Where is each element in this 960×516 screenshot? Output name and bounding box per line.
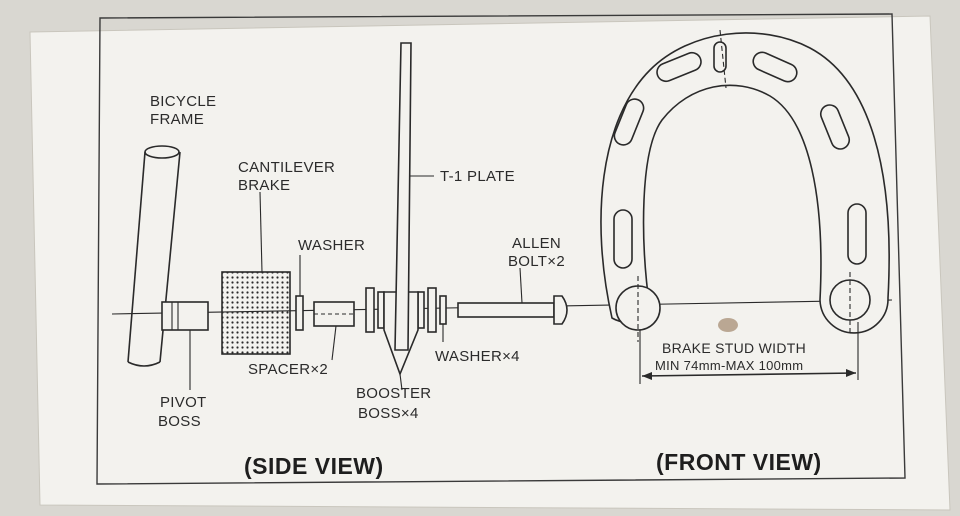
spacer (313, 301, 355, 361)
label-pivot-1: PIVOT (160, 394, 207, 411)
label-washer: WASHER (298, 237, 365, 254)
label-stud-width-2: MIN 74mm-MAX 100mm (655, 358, 803, 373)
label-booster-1: BOOSTER (356, 385, 431, 402)
label-pivot-2: BOSS (158, 413, 201, 430)
label-bicycle-1: BICYCLE (150, 93, 216, 110)
paper-card (29, 15, 951, 511)
label-cantilever-1: CANTILEVER (238, 159, 335, 176)
label-stud-width-1: BRAKE STUD WIDTH (662, 340, 806, 356)
label-allen-2: BOLT×2 (508, 253, 565, 270)
booster-plate-front (600, 29, 890, 342)
label-allen-1: ALLEN (512, 235, 561, 252)
washer-small (439, 295, 447, 325)
title-front-view: (FRONT VIEW) (656, 449, 822, 475)
t1-plate (394, 42, 434, 351)
allen-bolt (457, 267, 568, 325)
label-spacer: SPACER×2 (248, 361, 328, 378)
cantilever-brake-block (221, 271, 291, 355)
pivot-boss (161, 301, 209, 390)
inner-frame (96, 13, 906, 485)
title-side-view: (SIDE VIEW) (244, 453, 384, 479)
washer-single (295, 295, 304, 331)
stud-width-dimension (639, 322, 859, 384)
label-booster-2: BOSS×4 (358, 405, 419, 422)
stain-mark (718, 318, 738, 332)
label-t1-plate: T-1 PLATE (440, 168, 515, 185)
label-washer-x4: WASHER×4 (435, 348, 520, 365)
label-brake-2: BRAKE (238, 177, 290, 194)
label-frame-2: FRAME (150, 111, 204, 128)
